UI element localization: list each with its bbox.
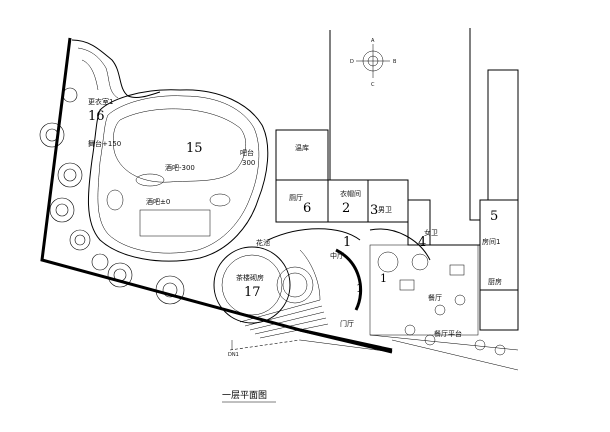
scale-bar: DN1 [228, 340, 239, 358]
main-hall-label: 中厅 [330, 251, 344, 260]
entrance-steps [229, 299, 393, 353]
dining-label: 餐厅 [428, 293, 442, 302]
garage-label: 温库 [295, 143, 309, 152]
compass-south: C [371, 82, 375, 88]
stage-label: 舞台+150 [88, 139, 121, 148]
room1-label: 房间1 [482, 237, 500, 246]
room-4-number: 4 [418, 235, 426, 250]
garden-outline [71, 39, 161, 99]
misc-number: 1 [380, 272, 387, 285]
flower-pool-label: 花池 [256, 238, 270, 247]
room-3-number: 3 [370, 203, 378, 218]
compass-west: D [350, 59, 354, 65]
landscape-trees [39, 87, 185, 305]
room-1-number: 1 [343, 235, 351, 250]
tea-room-label: 茶楼砌房 [236, 273, 264, 282]
compass-east: B [393, 59, 397, 65]
dining-terrace-label: 餐厅平台 [434, 329, 462, 338]
room-2-number: 2 [342, 201, 350, 216]
bar-area-walls [87, 89, 269, 262]
room-16-name: 更衣室1 [88, 97, 113, 106]
compass-north: A [371, 38, 375, 44]
drawing-title: 一层平面图 [222, 390, 267, 401]
room-15-number: 15 [186, 141, 203, 156]
bar-area-label: 酒吧-300 [165, 164, 195, 172]
site-boundary [40, 37, 393, 354]
kitchen-label: 厨房 [488, 277, 502, 286]
central-hall-curves [267, 228, 431, 311]
cloakroom-label: 衣帽间 [340, 189, 361, 198]
building-walls [275, 28, 519, 371]
womens-wc-label: 女卫 [424, 228, 438, 237]
entrance-label: 门厅 [340, 319, 354, 328]
mens-wc-label: 男卫 [378, 206, 392, 214]
room-16-number: 16 [88, 109, 105, 124]
bar-counter-label: 吧台 [240, 148, 254, 157]
scale-bar-label: DN1 [228, 352, 239, 358]
misc-number: 1 [356, 282, 363, 295]
room-17-number: 17 [244, 285, 261, 300]
room-6-number: 6 [303, 201, 311, 216]
bar-floor-label: 酒吧±0 [146, 198, 170, 206]
bar-counter-level: 300 [242, 159, 255, 167]
room-5-number: 5 [490, 209, 498, 224]
compass-icon: A C D B [350, 38, 397, 88]
tea-room-rotunda [213, 246, 314, 324]
dining-furniture [399, 264, 506, 356]
hall-label: 厕厅 [289, 194, 303, 202]
